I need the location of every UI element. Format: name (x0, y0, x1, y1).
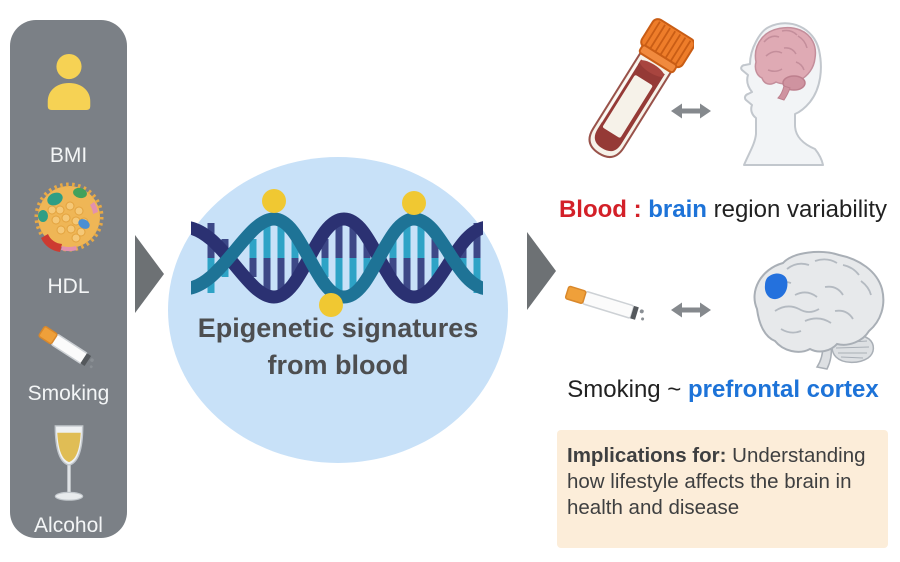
caption-words-prefrontal-cortex: prefrontal cortex (688, 376, 879, 403)
sidebar-label-smoking: Smoking (27, 382, 110, 405)
cigarette-icon (10, 316, 127, 374)
double-headed-arrow-icon (671, 103, 711, 119)
person-icon (10, 52, 127, 112)
cigarette-icon (564, 285, 645, 321)
implications-line3: health and disease (567, 496, 740, 519)
blood-tube-icon (588, 18, 694, 159)
sidebar-label-hdl: HDL (47, 275, 90, 298)
flow-arrow-right-icon (527, 232, 556, 310)
implications-line1-rest: Understanding (726, 444, 866, 467)
caption-word-blood: Blood : (558, 196, 649, 223)
implications-line2: how lifestyle affects the brain in (567, 470, 852, 493)
implications-line1: Implications for: Understanding (567, 443, 880, 469)
dna-methylation-icon (191, 189, 483, 317)
lifestyle-factors-panel: BMI HDL (10, 20, 127, 538)
hdl-particle-icon (10, 180, 127, 254)
circle-title: Epigenetic signatures from blood (168, 310, 508, 384)
double-headed-arrow-icon (671, 302, 711, 318)
implications-box: Implications for: Understanding how life… (557, 430, 888, 548)
flow-arrow-left-icon (135, 235, 164, 313)
finding-caption-blood-brain: Blood : brain region variability (546, 196, 900, 223)
epigenetics-circle: Epigenetic signatures from blood (168, 157, 508, 463)
implications-label: Implications for: (567, 444, 727, 467)
caption-words-smoking: Smoking ~ (567, 376, 688, 403)
head-profile-brain-icon (740, 22, 824, 166)
sidebar-label-bmi: BMI (49, 144, 88, 167)
brain-prefrontal-highlight-icon (753, 250, 885, 370)
wine-glass-icon (10, 424, 127, 508)
finding-caption-smoking-pfc: Smoking ~ prefrontal cortex (546, 376, 900, 403)
circle-title-line2: from blood (267, 350, 409, 380)
caption-words-region-variability: region variability (706, 196, 888, 223)
circle-title-line1: Epigenetic signatures (197, 313, 479, 343)
caption-word-brain: brain (648, 196, 707, 223)
sidebar-label-alcohol: Alcohol (34, 514, 103, 537)
